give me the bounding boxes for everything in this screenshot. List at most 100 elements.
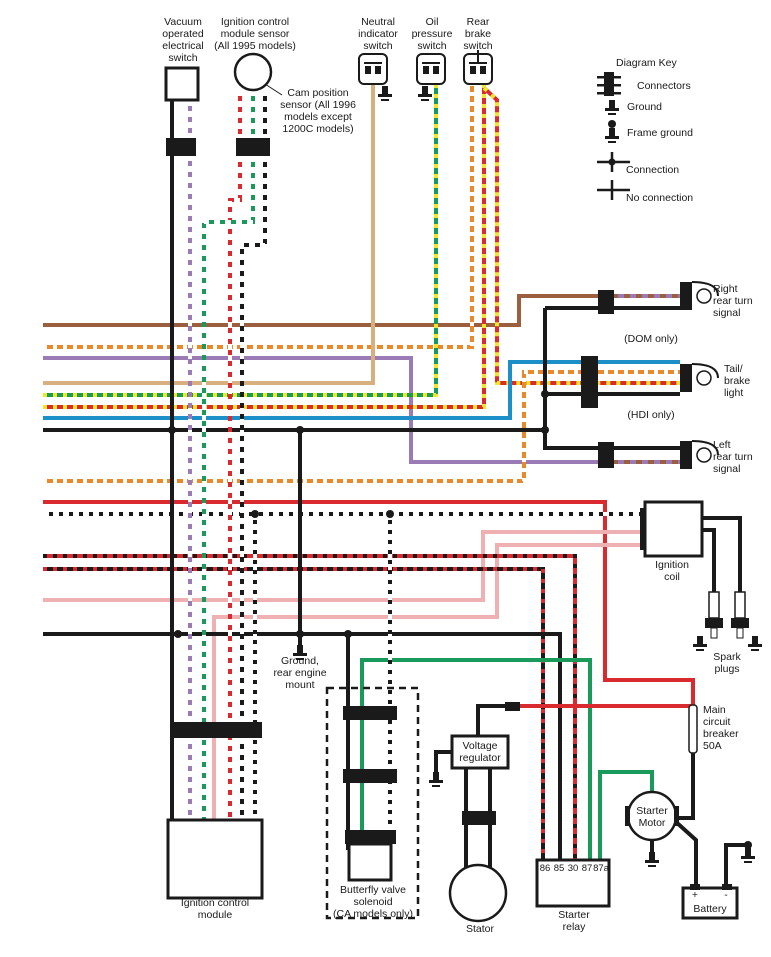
bulb-icon (696, 370, 712, 386)
ground-stem (649, 852, 655, 860)
brake-switch-label: switch (463, 40, 492, 52)
connector-regulator (505, 702, 520, 711)
wire-purple (43, 356, 600, 464)
connector-vacuum (166, 138, 196, 156)
connector-right-turn (598, 290, 614, 314)
brake-switch-label: brake (465, 28, 491, 40)
vacuum-switch (164, 66, 200, 102)
stator-label: Stator (466, 923, 495, 935)
left-turn-lamp (680, 440, 719, 469)
battery (681, 886, 739, 920)
ground-bar (751, 649, 759, 651)
connector-sensor (236, 138, 270, 156)
ground-bar (693, 644, 707, 647)
left-turn-label: signal (713, 463, 740, 475)
spark-plug (731, 591, 749, 639)
wire-black (43, 632, 562, 862)
icm-sensor-label: module sensor (221, 28, 290, 40)
sensor-red-wire (228, 90, 242, 820)
green-relay-wire (360, 658, 592, 862)
brake-switch-label: Rear (467, 16, 490, 28)
wire-black (674, 820, 698, 890)
tail-light-label: brake (724, 375, 750, 387)
coil-plug-wire-1 (702, 516, 742, 592)
cam-sensor-label: 1200C models) (282, 123, 353, 135)
plug-hex (705, 618, 723, 628)
wire-stripe-yellow (43, 82, 486, 409)
connector-left-turn (598, 442, 614, 468)
tail-light-label: Tail/ (724, 363, 743, 375)
relay-terminal-label: 87 (582, 863, 593, 874)
ground-stem (422, 86, 428, 94)
connection-dot (174, 630, 182, 638)
ground-icon (293, 645, 307, 660)
icm-sensor-label: (All 1995 models) (214, 40, 296, 52)
dom-only-label: (DOM only) (624, 333, 678, 345)
voltage-regulator-label: Voltage (462, 740, 497, 752)
leader-line (264, 83, 283, 96)
frame-ground-dot (744, 841, 752, 849)
wire-orange (43, 80, 474, 349)
wire-black (702, 528, 716, 592)
battery-plus-label: + (692, 889, 698, 901)
connector-solenoid-3 (345, 830, 396, 844)
coil-plug-wire-2 (702, 528, 716, 592)
connection-dot (296, 426, 304, 434)
plug-insulator (734, 591, 746, 619)
ground-stem (433, 772, 439, 780)
components (164, 50, 762, 923)
ground-bar (648, 865, 656, 867)
connection-dot (541, 390, 549, 398)
key-frame-ground-icon (608, 120, 616, 128)
ground-bar (293, 653, 307, 656)
orange-white-tail-wire (43, 370, 680, 483)
wire-tan (43, 82, 375, 385)
connection-dot (386, 510, 394, 518)
right-turn-label: rear turn (713, 295, 753, 307)
voltage-regulator-label: regulator (459, 752, 501, 764)
starter-relay-label: relay (563, 921, 587, 933)
key-item-label: Connectors (637, 80, 691, 92)
wire-stripe-red (43, 567, 545, 862)
sensor-black-wire (240, 90, 267, 820)
tail-lamp (680, 363, 719, 392)
starter-motor-label: Starter (636, 805, 668, 817)
ground-bar (296, 658, 304, 660)
motor-bracket (625, 806, 630, 826)
purple-wire-left-turn (43, 356, 600, 464)
black-turn-ground (543, 308, 600, 450)
lamp-socket (680, 441, 692, 469)
wire-pink (212, 543, 640, 820)
ground-bar (608, 113, 616, 115)
ground-bar (605, 108, 619, 111)
cam-sensor-label: sensor (All 1996 (280, 99, 356, 111)
ground-icon (741, 848, 755, 863)
tan-neutral-wire (43, 82, 375, 385)
ground-bar (605, 136, 619, 139)
switch-terminal (423, 66, 429, 74)
icm-label: module (198, 909, 233, 921)
ground-stem (609, 100, 615, 108)
right-turn-label: Right (713, 283, 738, 295)
relay-terminal-label: 87a (593, 863, 610, 874)
wire-black (434, 750, 452, 772)
wire-black (702, 516, 742, 592)
black-red-relay-wire (43, 567, 545, 862)
relay-terminal-label: 86 (540, 863, 551, 874)
wire-stripe-white (240, 90, 267, 820)
spark-plugs-label: plugs (714, 663, 739, 675)
butterfly-label: (CA models only) (333, 908, 413, 920)
starter-relay-label: Starter (558, 909, 590, 921)
switch-terminal (480, 66, 486, 74)
neutral-switch-label: indicator (358, 28, 398, 40)
red-main-wire (43, 500, 695, 705)
wire-black (676, 752, 695, 820)
ground-mount-label: mount (285, 679, 314, 691)
plug-insulator (708, 591, 720, 619)
key-connection-dot (608, 158, 616, 166)
switch-terminal (365, 66, 371, 74)
neutral-switch (358, 53, 388, 85)
plug-hex (731, 618, 749, 628)
orange-white-brake (43, 80, 474, 349)
ground-stem (297, 645, 303, 653)
